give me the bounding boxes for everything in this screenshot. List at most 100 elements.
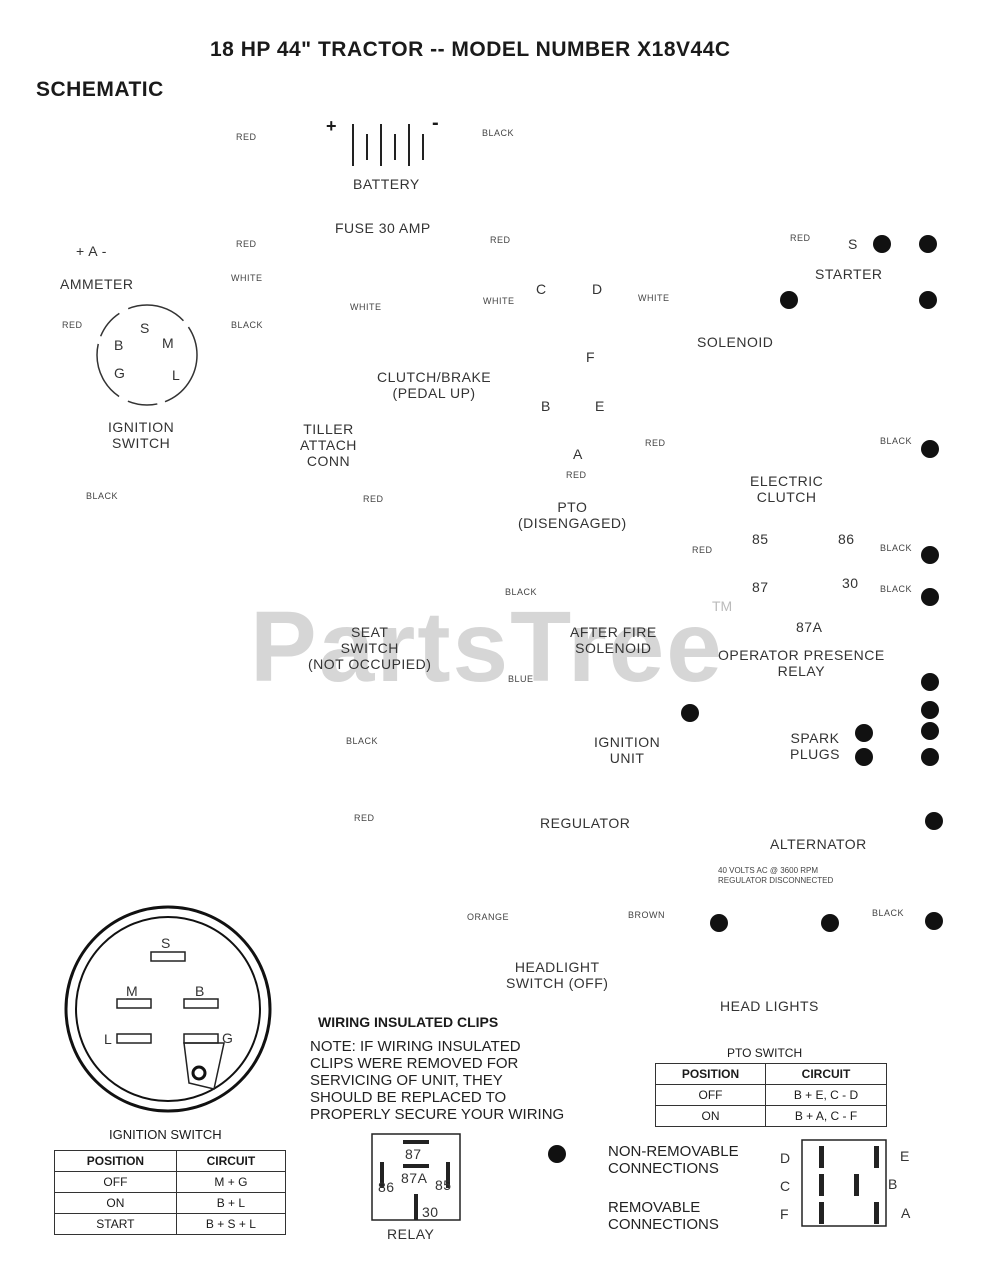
battery-label: BATTERY bbox=[353, 176, 420, 192]
wire-white: WHITE bbox=[638, 293, 670, 303]
wire-black: BLACK bbox=[505, 587, 538, 597]
wire-white: WHITE bbox=[483, 296, 515, 306]
connection-dot bbox=[919, 291, 937, 309]
pto-connector-e: E bbox=[900, 1148, 910, 1164]
table-header-position: POSITION bbox=[54, 1150, 177, 1172]
legend-line: REMOVABLE bbox=[608, 1199, 701, 1216]
connection-dot bbox=[821, 914, 839, 932]
table-cell: M + G bbox=[175, 1171, 287, 1193]
relay-terminal-85: 85 bbox=[752, 531, 769, 547]
wire-orange: ORANGE bbox=[467, 912, 510, 922]
wire-black: BLACK bbox=[880, 543, 913, 553]
clutch-brake-label: CLUTCH/BRAKE (PEDAL UP) bbox=[377, 369, 491, 401]
pto-terminal-b: B bbox=[541, 398, 551, 414]
fuse-label: FUSE 30 AMP bbox=[335, 220, 431, 236]
headlight-switch-line2: SWITCH (OFF) bbox=[506, 975, 609, 991]
face-terminal-l: L bbox=[104, 1031, 113, 1047]
connection-dot bbox=[925, 812, 943, 830]
wire-red: RED bbox=[363, 494, 384, 504]
seat-switch-line1: SEAT bbox=[350, 624, 389, 640]
table-row: ON B + L bbox=[54, 1192, 287, 1214]
solenoid-label: SOLENOID bbox=[697, 334, 774, 350]
pto-terminal-c: C bbox=[536, 281, 547, 297]
spark-plugs-label: SPARK PLUGS bbox=[790, 730, 840, 762]
table-row: OFF B + E, C - D bbox=[655, 1084, 887, 1106]
watermark: PartsTree bbox=[250, 591, 724, 703]
ignition-unit-label: IGNITION UNIT bbox=[594, 734, 660, 766]
connection-dot bbox=[919, 235, 937, 253]
relay-diagram-85: 85 bbox=[435, 1177, 452, 1193]
seat-switch-label: SEAT SWITCH (NOT OCCUPIED) bbox=[308, 624, 431, 672]
pto-connector-a: A bbox=[901, 1205, 911, 1221]
wire-black: BLACK bbox=[880, 436, 913, 446]
table-cell: B + A, C - F bbox=[765, 1105, 887, 1127]
page-title: 18 HP 44" TRACTOR -- MODEL NUMBER X18V44… bbox=[210, 38, 731, 61]
connection-dot bbox=[921, 546, 939, 564]
table-header-circuit: CIRCUIT bbox=[175, 1150, 287, 1172]
table-row: START B + S + L bbox=[54, 1213, 287, 1235]
wire-black: BLACK bbox=[86, 491, 119, 501]
spark-plugs-line1: SPARK bbox=[790, 730, 840, 746]
face-terminal-m: M bbox=[126, 983, 139, 999]
alternator-note2: REGULATOR DISCONNECTED bbox=[718, 876, 834, 885]
note-line: NOTE: IF WIRING INSULATED bbox=[310, 1038, 521, 1055]
pto-line2: (DISENGAGED) bbox=[518, 515, 627, 531]
relay-diagram-30: 30 bbox=[422, 1204, 439, 1220]
clutch-brake-line2: (PEDAL UP) bbox=[392, 385, 476, 401]
ignition-unit-line2: UNIT bbox=[609, 750, 645, 766]
after-fire-line2: SOLENOID bbox=[575, 640, 652, 656]
connection-dot bbox=[681, 704, 699, 722]
ignition-terminal-l: L bbox=[172, 367, 181, 383]
clutch-brake-line1: CLUTCH/BRAKE bbox=[377, 369, 492, 385]
ignition-switch-table-title: IGNITION SWITCH bbox=[109, 1127, 222, 1142]
starter-label: STARTER bbox=[815, 266, 883, 282]
connection-dot bbox=[921, 588, 939, 606]
pto-connector-d: D bbox=[780, 1150, 791, 1166]
relay-terminal-87a: 87A bbox=[796, 619, 823, 635]
table-cell: ON bbox=[655, 1105, 766, 1127]
head-lights-label: HEAD LIGHTS bbox=[720, 998, 819, 1014]
wire-black: BLACK bbox=[872, 908, 905, 918]
pto-switch-table-title: PTO SWITCH bbox=[727, 1046, 803, 1060]
alternator-note: 40 VOLTS AC @ 3600 RPM REGULATOR DISCONN… bbox=[718, 866, 833, 886]
tiller-attach-label: TILLER ATTACH CONN bbox=[300, 421, 357, 469]
pto-connector-b: B bbox=[888, 1176, 898, 1192]
ignition-switch-symbol bbox=[96, 304, 198, 406]
wire-white: WHITE bbox=[350, 302, 382, 312]
battery-minus: - bbox=[432, 112, 439, 134]
wire-blue: BLUE bbox=[508, 674, 534, 684]
pto-label: PTO (DISENGAGED) bbox=[518, 499, 627, 531]
relay-line1: OPERATOR PRESENCE bbox=[718, 647, 885, 663]
wire-red: RED bbox=[692, 545, 713, 555]
connection-dot bbox=[855, 724, 873, 742]
connection-dot bbox=[921, 673, 939, 691]
electric-clutch-label: ELECTRIC CLUTCH bbox=[750, 473, 823, 505]
table-row: OFF M + G bbox=[54, 1171, 287, 1193]
wire-black: BLACK bbox=[346, 736, 379, 746]
battery-plus: + bbox=[326, 116, 337, 136]
pto-terminal-f: F bbox=[586, 349, 596, 365]
ignition-terminal-b: B bbox=[114, 337, 124, 353]
wire-red: RED bbox=[236, 239, 257, 249]
table-row: ON B + A, C - F bbox=[655, 1105, 887, 1127]
wire-red: RED bbox=[790, 233, 811, 243]
pto-terminal-a: A bbox=[573, 446, 583, 462]
tiller-line1: TILLER bbox=[303, 421, 354, 437]
connection-dot bbox=[921, 722, 939, 740]
table-cell: OFF bbox=[655, 1084, 766, 1106]
non-removable-dot bbox=[548, 1145, 566, 1163]
face-terminal-b: B bbox=[195, 983, 205, 999]
ignition-switch-label: IGNITION SWITCH bbox=[108, 419, 174, 451]
legend-line: CONNECTIONS bbox=[608, 1216, 719, 1233]
pto-switch-table: POSITION CIRCUIT OFF B + E, C - D ON B +… bbox=[655, 1063, 887, 1127]
table-header-row: POSITION CIRCUIT bbox=[54, 1150, 287, 1172]
ignition-switch-table: POSITION CIRCUIT OFF M + G ON B + L STAR… bbox=[54, 1150, 287, 1235]
relay-diagram bbox=[371, 1133, 461, 1221]
wire-red: RED bbox=[566, 470, 587, 480]
non-removable-legend: NON-REMOVABLE CONNECTIONS bbox=[608, 1143, 739, 1177]
pto-terminal-d: D bbox=[592, 281, 603, 297]
wire-red: RED bbox=[645, 438, 666, 448]
table-cell: B + S + L bbox=[175, 1213, 287, 1235]
insulated-clips-title: WIRING INSULATED CLIPS bbox=[318, 1014, 499, 1030]
relay-diagram-87: 87 bbox=[405, 1146, 422, 1162]
